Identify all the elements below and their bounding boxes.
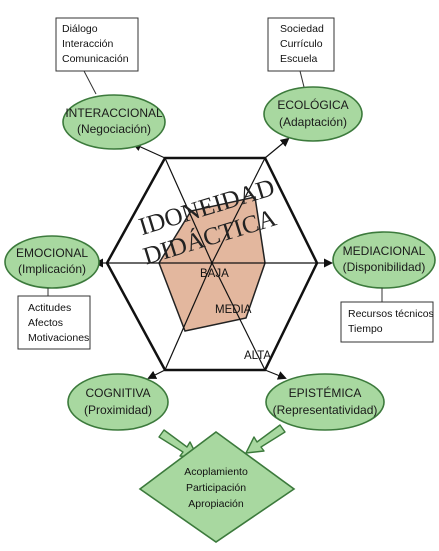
hexagon-axes bbox=[107, 157, 317, 371]
outcome-line-1: Acoplamiento bbox=[184, 466, 248, 478]
node-emocional-title: EMOCIONAL bbox=[16, 246, 88, 260]
node-epistemica: EPISTÉMICA (Representatividad) bbox=[265, 373, 385, 431]
node-mediacional-title: MEDIACIONAL bbox=[343, 244, 426, 258]
node-interaccional-subtitle: (Negociación) bbox=[77, 122, 151, 136]
level-label-low: BAJA bbox=[200, 268, 229, 280]
node-cognitiva: COGNITIVA (Proximidad) bbox=[67, 373, 169, 431]
outcome-line-2: Participación bbox=[186, 482, 246, 494]
outcome-diamond: Acoplamiento Participación Apropiación bbox=[138, 431, 296, 543]
node-ecologica: ECOLÓGICA (Adaptación) bbox=[263, 86, 363, 142]
node-ecologica-title: ECOLÓGICA bbox=[277, 97, 348, 112]
note-interaccional-line-1: Diálogo bbox=[62, 23, 98, 35]
node-ecologica-subtitle: (Adaptación) bbox=[279, 115, 347, 129]
note-interaccional: Diálogo Interacción Comunicación bbox=[55, 17, 139, 95]
node-epistemica-title: EPISTÉMICA bbox=[289, 385, 362, 400]
node-epistemica-subtitle: (Representatividad) bbox=[273, 403, 378, 417]
node-mediacional-subtitle: (Disponibilidad) bbox=[343, 260, 426, 274]
node-emocional: EMOCIONAL (Implicación) bbox=[4, 235, 100, 289]
node-cognitiva-subtitle: (Proximidad) bbox=[84, 403, 152, 417]
outcome-line-3: Apropiación bbox=[188, 498, 244, 510]
note-emocional: Actitudes Afectos Motivaciones bbox=[17, 288, 91, 350]
node-interaccional: INTERACCIONAL (Negociación) bbox=[62, 94, 166, 150]
note-mediacional-line-1: Recursos técnicos bbox=[348, 308, 434, 320]
note-ecologica-line-3: Escuela bbox=[280, 53, 318, 65]
node-mediacional: MEDIACIONAL (Disponibilidad) bbox=[332, 231, 436, 289]
level-label-medium: MEDIA bbox=[215, 304, 252, 316]
node-interaccional-title: INTERACCIONAL bbox=[65, 106, 163, 120]
note-ecologica-line-1: Sociedad bbox=[280, 23, 324, 35]
note-interaccional-line-2: Interacción bbox=[62, 38, 114, 50]
note-emocional-line-2: Afectos bbox=[28, 317, 63, 329]
note-ecologica-line-2: Currículo bbox=[280, 38, 323, 50]
note-emocional-line-3: Motivaciones bbox=[28, 332, 89, 344]
node-emocional-subtitle: (Implicación) bbox=[18, 262, 86, 276]
note-mediacional-line-2: Tiempo bbox=[348, 323, 383, 335]
level-label-high: ALTA bbox=[244, 350, 271, 362]
node-cognitiva-title: COGNITIVA bbox=[85, 386, 150, 400]
note-mediacional: Recursos técnicos Tiempo bbox=[340, 288, 434, 343]
note-interaccional-line-3: Comunicación bbox=[62, 53, 129, 65]
epistemica-to-outcome-arrow bbox=[245, 424, 286, 454]
note-emocional-line-1: Actitudes bbox=[28, 302, 71, 314]
note-ecologica: Sociedad Currículo Escuela bbox=[267, 17, 335, 88]
